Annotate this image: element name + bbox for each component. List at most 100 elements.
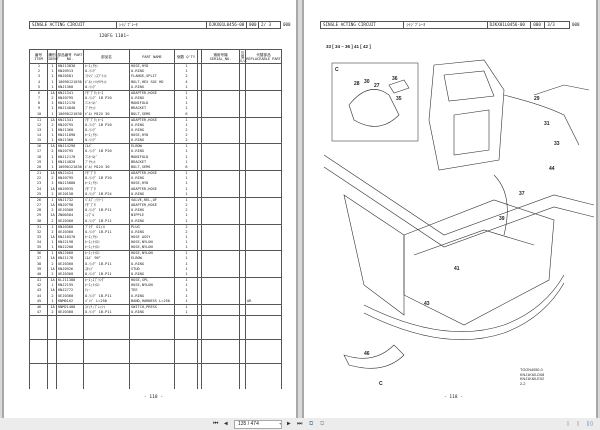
replaceable-part xyxy=(245,165,282,171)
last-page-icon[interactable]: ⏭ xyxy=(297,420,303,427)
two-page-view-icon[interactable]: ▯▯ xyxy=(586,420,594,427)
replaceable-part xyxy=(245,138,282,144)
fit-page-icon[interactable]: ⧉ xyxy=(309,420,314,427)
empty-cell xyxy=(47,314,57,340)
empty-cell xyxy=(83,338,130,364)
replaceable-part xyxy=(245,309,282,316)
empty-cell xyxy=(201,338,240,364)
replaceable-part xyxy=(245,63,282,69)
empty-cell xyxy=(83,314,130,340)
callout-number: 35 xyxy=(396,96,402,102)
drawing-code: KNJ1K60-E02 xyxy=(520,377,545,382)
page-number-input[interactable]: 135 / 474 xyxy=(234,419,282,429)
replaceable-part xyxy=(245,240,282,246)
inset-box xyxy=(331,62,419,142)
doc-code: DJKX01L0456-00 xyxy=(207,22,247,28)
column-header: 個数 Q'TY xyxy=(174,49,198,64)
replaceable-part xyxy=(245,223,282,230)
continuous-view-icon[interactable]: ▯ xyxy=(576,420,580,427)
replaceable-part xyxy=(245,106,282,112)
empty-cell xyxy=(129,362,175,390)
model-range: 120FG 1101~ xyxy=(99,34,129,39)
replaceable-part xyxy=(245,79,282,85)
replaceable-part xyxy=(245,143,282,150)
callout-number: 27 xyxy=(374,83,380,89)
replaceable-part xyxy=(245,89,282,96)
next-page-icon[interactable]: ▶ xyxy=(287,420,291,427)
empty-cell xyxy=(201,314,240,340)
replaceable-part xyxy=(245,159,282,165)
callout-number: 36 xyxy=(392,76,398,82)
empty-cell xyxy=(29,338,48,364)
replaceable-part xyxy=(245,133,282,139)
empty-row xyxy=(29,338,282,364)
replaceable-part xyxy=(245,95,282,101)
single-page-view-icon[interactable]: ▯ xyxy=(566,420,570,427)
replaceable-part xyxy=(245,116,282,123)
callout-number: 30 xyxy=(364,79,370,85)
callout-number: 28 xyxy=(354,81,360,87)
replaceable-part xyxy=(245,208,282,214)
empty-cell xyxy=(174,362,198,390)
extra-code: 000 xyxy=(572,22,580,27)
inset-label: C xyxy=(335,67,339,73)
drawing-code: KNJ1K60-D08 xyxy=(520,372,545,377)
column-header: 代替部品 REPLACEABLE PART xyxy=(245,49,282,64)
page-number: - 118 - xyxy=(144,395,163,400)
fit-width-icon[interactable]: ⧉ xyxy=(320,420,325,427)
first-page-icon[interactable]: ⏮ xyxy=(213,420,219,427)
empty-cell xyxy=(245,362,282,390)
empty-cell xyxy=(129,314,175,340)
replaceable-part xyxy=(245,84,282,91)
replaceable-part xyxy=(245,181,282,187)
empty-cell xyxy=(47,362,57,390)
page-number: - 118 - xyxy=(444,395,463,400)
column-header: 識別 IDENT xyxy=(47,49,59,64)
replaceable-part xyxy=(245,69,282,75)
callout-number: 29 xyxy=(534,96,540,102)
replaceable-part xyxy=(245,272,282,278)
empty-row xyxy=(29,362,282,390)
rev: 000 xyxy=(531,22,546,28)
replaceable-part xyxy=(245,283,282,289)
callout-number: 33 xyxy=(554,141,560,147)
page-dropdown-icon[interactable]: ▾ xyxy=(279,421,282,426)
empty-cell xyxy=(245,314,282,340)
drawing-code: 2-2 xyxy=(520,381,526,386)
machine-linework xyxy=(323,59,595,369)
empty-row xyxy=(29,314,282,340)
drawing-code: TGON4050-0 xyxy=(520,368,543,372)
prev-page-icon[interactable]: ◀ xyxy=(224,420,228,427)
callout-number: 43 xyxy=(424,301,430,307)
empty-cell xyxy=(56,362,84,390)
doc-code: DJKX01L0456-00 xyxy=(488,22,532,28)
replaceable-part xyxy=(245,122,282,128)
replaceable-part xyxy=(245,218,282,224)
replaceable-part: AR xyxy=(245,298,282,305)
replaceable-part xyxy=(245,256,282,262)
extra-code: 000 xyxy=(283,22,291,27)
part-number: 10690121030 xyxy=(56,79,84,85)
column-header: 部品番号 PART NO. xyxy=(56,49,84,64)
